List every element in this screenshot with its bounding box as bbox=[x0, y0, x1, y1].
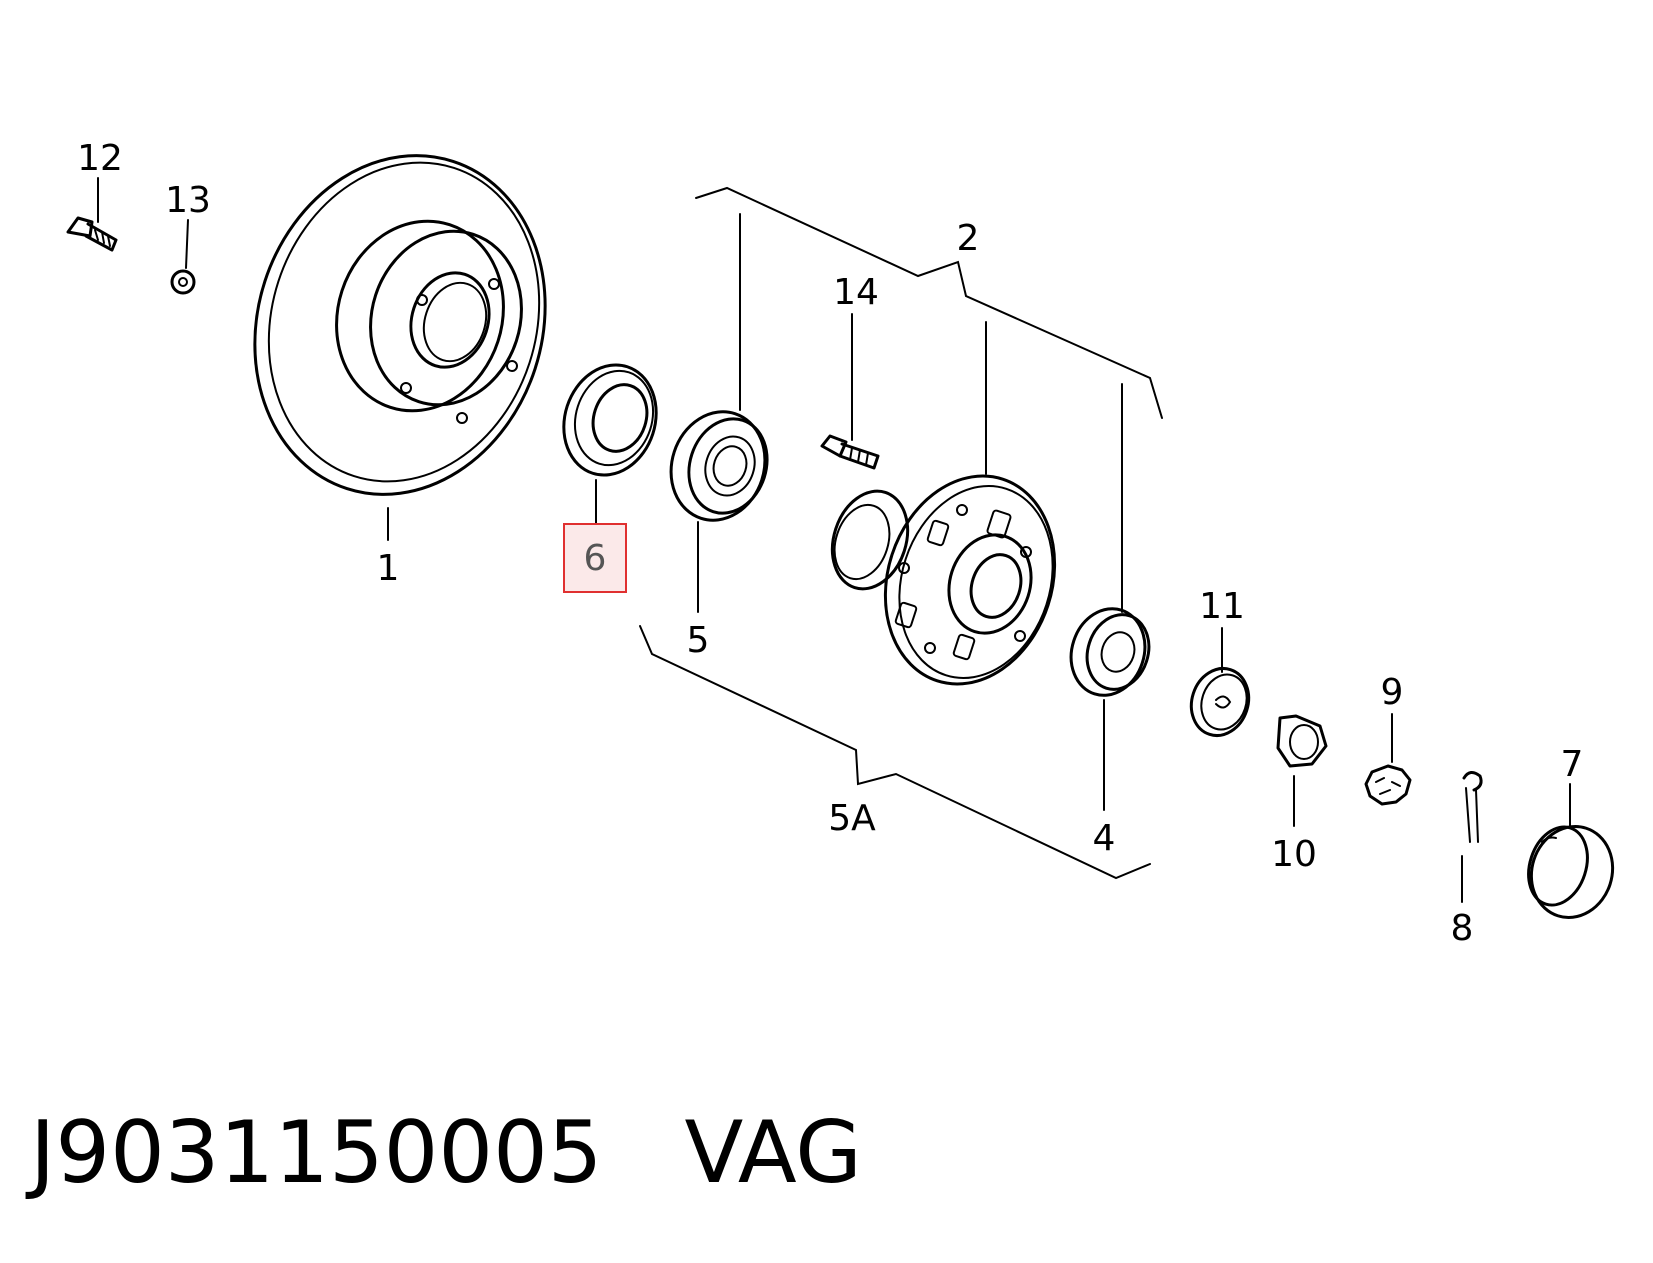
highlight-box bbox=[563, 523, 627, 593]
callout-label[interactable]: 10 bbox=[1271, 834, 1317, 875]
callout-label[interactable]: 4 bbox=[1093, 818, 1116, 859]
wheel-stud-part bbox=[820, 434, 880, 470]
callout-label[interactable]: 5A bbox=[828, 798, 876, 839]
wheel-hub-part bbox=[830, 474, 1057, 686]
bolt-part bbox=[66, 216, 118, 252]
lock-cap-part bbox=[1364, 764, 1412, 806]
outer-bearing-part bbox=[669, 410, 769, 522]
callout-label[interactable]: 5 bbox=[687, 620, 710, 661]
group-bracket bbox=[639, 625, 1151, 880]
inner-bearing-part bbox=[1069, 607, 1151, 697]
callout-label[interactable]: 8 bbox=[1451, 908, 1474, 949]
callout-label[interactable]: 13 bbox=[165, 180, 211, 221]
callout-label[interactable]: 12 bbox=[77, 138, 123, 179]
washer-part bbox=[1189, 667, 1251, 737]
screw-part bbox=[170, 269, 196, 295]
callout-label[interactable]: 7 bbox=[1561, 744, 1584, 785]
cotter-pin-part bbox=[1462, 771, 1483, 843]
callout-label[interactable]: 14 bbox=[833, 272, 879, 313]
highlighted-callout-label[interactable]: 6 bbox=[584, 538, 607, 579]
callout-label[interactable]: 1 bbox=[377, 548, 400, 589]
grease-cap-part bbox=[1527, 825, 1615, 919]
part-number: J9031150005 bbox=[30, 1103, 603, 1203]
brake-disc-part bbox=[253, 154, 547, 496]
seal-part bbox=[562, 363, 658, 477]
hex-nut-part bbox=[1276, 714, 1328, 768]
group-bracket bbox=[695, 186, 1163, 419]
leader-line bbox=[185, 219, 189, 269]
callout-label[interactable]: 9 bbox=[1381, 672, 1404, 713]
brand-name: VAG bbox=[684, 1103, 862, 1203]
callout-label[interactable]: 2 bbox=[957, 218, 980, 259]
callout-label[interactable]: 11 bbox=[1199, 586, 1245, 627]
part-caption: J9031150005 VAG bbox=[30, 1110, 862, 1196]
